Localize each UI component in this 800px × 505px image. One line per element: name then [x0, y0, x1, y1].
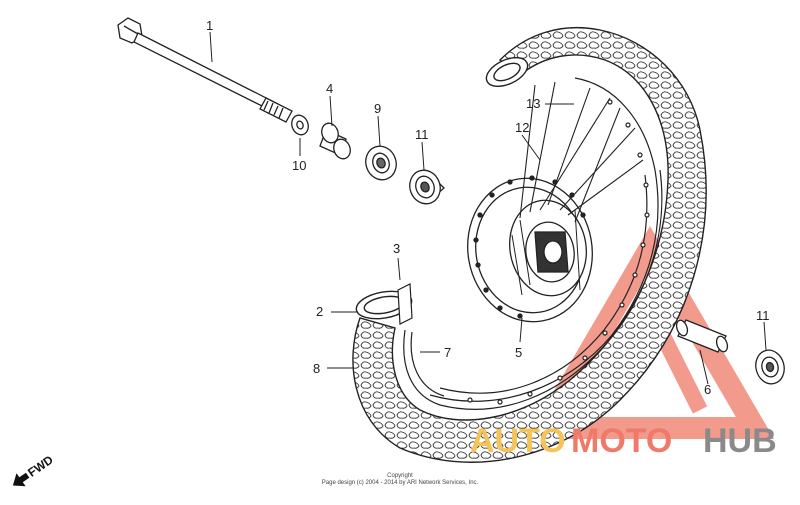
inner-tube: [397, 169, 663, 410]
callout-11-lower: 11: [756, 308, 770, 323]
fwd-arrow-icon: [12, 472, 30, 487]
tire: [352, 26, 707, 463]
copyright-line-2: Page design (c) 2004 - 2014 by ARI Netwo…: [322, 480, 479, 486]
bearing-upper: [409, 169, 445, 205]
fwd-indicator: FWD: [12, 452, 56, 487]
dust-seal: [365, 145, 397, 181]
axle: [117, 17, 293, 123]
watermark-auto: AUTO: [470, 422, 566, 460]
rim: [429, 77, 659, 405]
distance-collar: [675, 319, 729, 353]
spokes: [519, 81, 644, 223]
washer: [291, 114, 309, 136]
callout-5: 5: [515, 345, 522, 360]
callout-13: 13: [526, 96, 540, 111]
callout-labels: 1 2 3 4 5 6 7 8 9 10 11 11 12 13: [206, 18, 770, 397]
wheel-hub: [467, 175, 593, 323]
watermark-hub: HUB: [703, 422, 777, 460]
collar: [319, 122, 351, 160]
fwd-label: FWD: [25, 452, 56, 479]
copyright-line-1: Copyright: [387, 473, 413, 479]
callout-3: 3: [393, 241, 400, 256]
callout-9: 9: [374, 101, 381, 116]
leader-lines: [209, 31, 767, 385]
callout-1: 1: [206, 18, 213, 33]
callout-12: 12: [515, 120, 529, 135]
callout-8: 8: [313, 361, 320, 376]
bearing-lower: [755, 349, 785, 385]
callout-4: 4: [326, 81, 333, 96]
callout-2: 2: [316, 304, 323, 319]
watermark-logo: AUTO MOTO HUB: [470, 422, 777, 460]
callout-6: 6: [704, 382, 711, 397]
watermark-moto: MOTO: [571, 422, 672, 460]
copyright-notice: Copyright Page design (c) 2004 - 2014 by…: [322, 473, 479, 486]
callout-11-upper: 11: [415, 127, 429, 142]
callout-7: 7: [444, 345, 451, 360]
callout-10: 10: [292, 158, 306, 173]
